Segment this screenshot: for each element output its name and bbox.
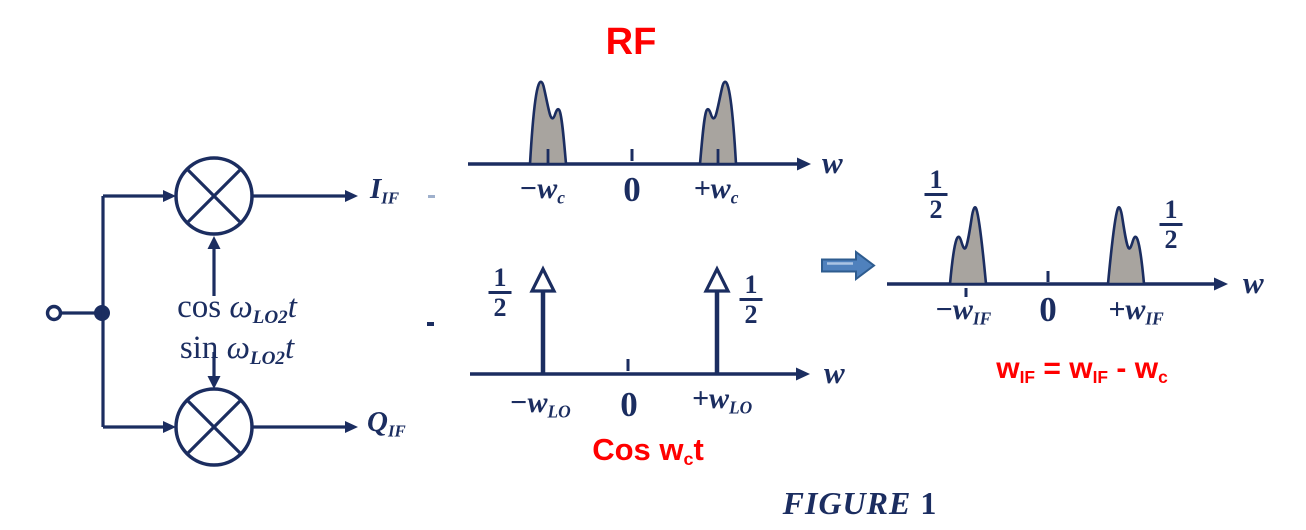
rf-tick-pos-wc: +wc <box>693 172 739 208</box>
output-label-q: QIF <box>367 406 406 441</box>
mixer-multiplier-bottom-icon <box>174 387 254 467</box>
lo-spectrum-plot <box>470 265 810 381</box>
lo-tick-neg-wlo: −wLO <box>509 386 571 422</box>
rf-tick-zero: 0 <box>623 170 641 209</box>
input-terminal-icon <box>45 304 63 322</box>
rf-hump-right <box>698 80 738 166</box>
lo-impulse-right <box>703 265 731 374</box>
lo-amplitude-right: 1 2 <box>739 271 763 329</box>
rf-hump-left <box>528 80 568 166</box>
if-hump-left <box>948 206 988 286</box>
rf-title: RF <box>605 21 657 63</box>
if-tick-pos-wif: +wIF <box>1108 293 1164 329</box>
block-arrow-icon <box>821 250 876 281</box>
if-frequency-formula: wIF = wIF - wc <box>996 352 1168 387</box>
if-tick-neg-wif: −wIF <box>934 293 992 329</box>
if-spectrum-plot <box>887 206 1228 297</box>
rf-spectrum-plot <box>468 80 811 171</box>
lo-tick-pos-wlo: +wLO <box>691 382 753 418</box>
lo-amplitude-left: 1 2 <box>488 264 512 322</box>
figure-caption: FIGURE 1 <box>782 485 938 521</box>
lo-caption: Cos wct <box>592 432 704 470</box>
if-amplitude-right: 1 2 <box>1159 196 1183 254</box>
mixer-circuit <box>45 156 358 467</box>
if-tick-zero: 0 <box>1039 290 1057 329</box>
rf-axis-label: w <box>822 145 843 180</box>
lo-impulse-left <box>529 265 557 374</box>
lo-signal-labels: cos ωLO2t sin ωLO2t <box>177 289 297 374</box>
if-axis-label: w <box>1243 265 1264 300</box>
lo-axis-label: w <box>824 355 845 390</box>
if-hump-right <box>1106 206 1146 286</box>
lo-cos-label: cos ωLO2t <box>177 289 297 329</box>
if-amplitude-left: 1 2 <box>924 166 948 224</box>
lo-sin-label: sin ωLO2t <box>179 330 295 370</box>
mixer-multiplier-top-icon <box>174 156 254 236</box>
rf-tick-neg-wc: −wc <box>519 172 565 208</box>
output-label-i: IIF <box>370 173 400 208</box>
lo-tick-zero: 0 <box>620 385 638 424</box>
stray-mark-bottom <box>427 322 434 326</box>
stray-mark-top <box>428 195 435 198</box>
